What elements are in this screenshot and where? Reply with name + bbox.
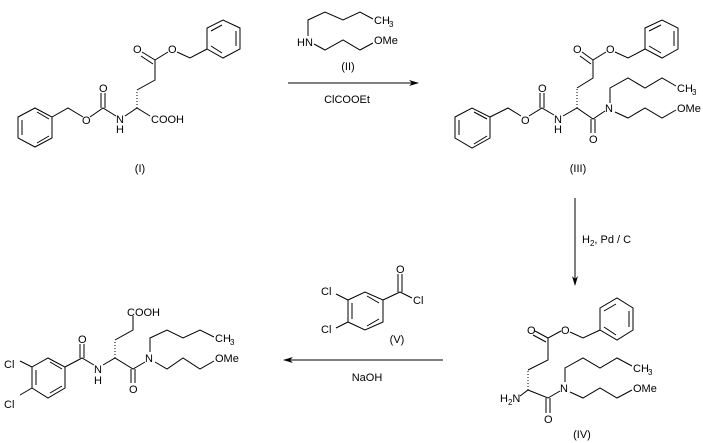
compound-label-III: (III) [570,163,587,175]
compound-I [17,19,241,148]
svg-text:OMe: OMe [215,353,239,365]
svg-text:3: 3 [230,338,235,347]
compound-III-atoms: O O N H O N CH 3 OMe O O (III) [521,44,701,175]
compound-III [454,19,679,149]
svg-text:O: O [396,264,405,276]
svg-text:N: N [145,353,153,365]
svg-text:COOH: COOH [127,307,160,319]
reagent-step2: H2, Pd / C [582,234,631,248]
svg-text:O: O [573,44,582,56]
compound-final-product [19,316,215,399]
compound-label-V: (V) [390,334,405,346]
compound-II [307,11,374,51]
svg-text:Cl: Cl [321,324,331,336]
svg-text:OMe: OMe [633,383,657,395]
svg-text:O: O [78,334,87,346]
compound-IV [519,297,634,413]
reagent-step3: NaOH [352,372,383,384]
svg-text:H: H [554,124,562,136]
svg-text:3: 3 [389,20,394,29]
svg-text:O: O [168,44,177,56]
svg-text:N: N [605,103,613,115]
svg-text:OMe: OMe [374,35,398,47]
svg-text:Cl: Cl [413,295,423,307]
svg-text:O: O [561,325,570,337]
svg-text:O: O [82,115,91,127]
svg-text:3: 3 [648,368,653,377]
compound-V [335,274,413,331]
svg-text:COOH: COOH [151,114,184,126]
svg-text:H: H [116,124,124,136]
svg-text:O: O [99,83,108,95]
svg-text:HN: HN [297,37,313,49]
compound-I-atoms: O O N H COOH O O (I) [82,44,184,175]
svg-text:O: O [544,414,553,426]
svg-text:CH: CH [215,333,231,345]
svg-text:O: O [129,384,138,396]
svg-text:O: O [589,134,598,146]
reagent-step1: ClCOOEt [324,94,370,106]
svg-text:Cl: Cl [4,399,14,411]
svg-text:N: N [116,114,124,126]
compound-IV-atoms: H2N O O O N CH 3 OMe (IV) [500,325,657,441]
svg-text:H: H [94,375,102,387]
svg-text:CH: CH [633,363,649,375]
svg-text:Cl: Cl [321,286,331,298]
compound-label-IV: (IV) [573,429,591,441]
svg-text:O: O [527,325,536,337]
svg-text:O: O [133,44,142,56]
svg-text:O: O [521,115,530,127]
svg-text:CH: CH [677,83,693,95]
svg-text:H2N: H2N [500,393,520,407]
svg-text:CH: CH [374,15,390,27]
compound-label-II: (II) [341,61,354,73]
svg-text:N: N [560,383,568,395]
svg-text:OMe: OMe [677,103,701,115]
svg-text:Cl: Cl [4,359,14,371]
svg-text:N: N [554,114,562,126]
compound-II-atoms: HN CH 3 OMe (II) [297,15,398,73]
svg-text:O: O [538,83,547,95]
compound-final-atoms: Cl Cl O N H COOH O N CH 3 OMe [4,307,239,411]
compound-V-atoms: Cl Cl O Cl (V) [321,264,423,346]
svg-text:N: N [94,364,102,376]
svg-text:O: O [606,44,615,56]
svg-text:3: 3 [692,88,697,97]
compound-label-I: (I) [135,163,145,175]
